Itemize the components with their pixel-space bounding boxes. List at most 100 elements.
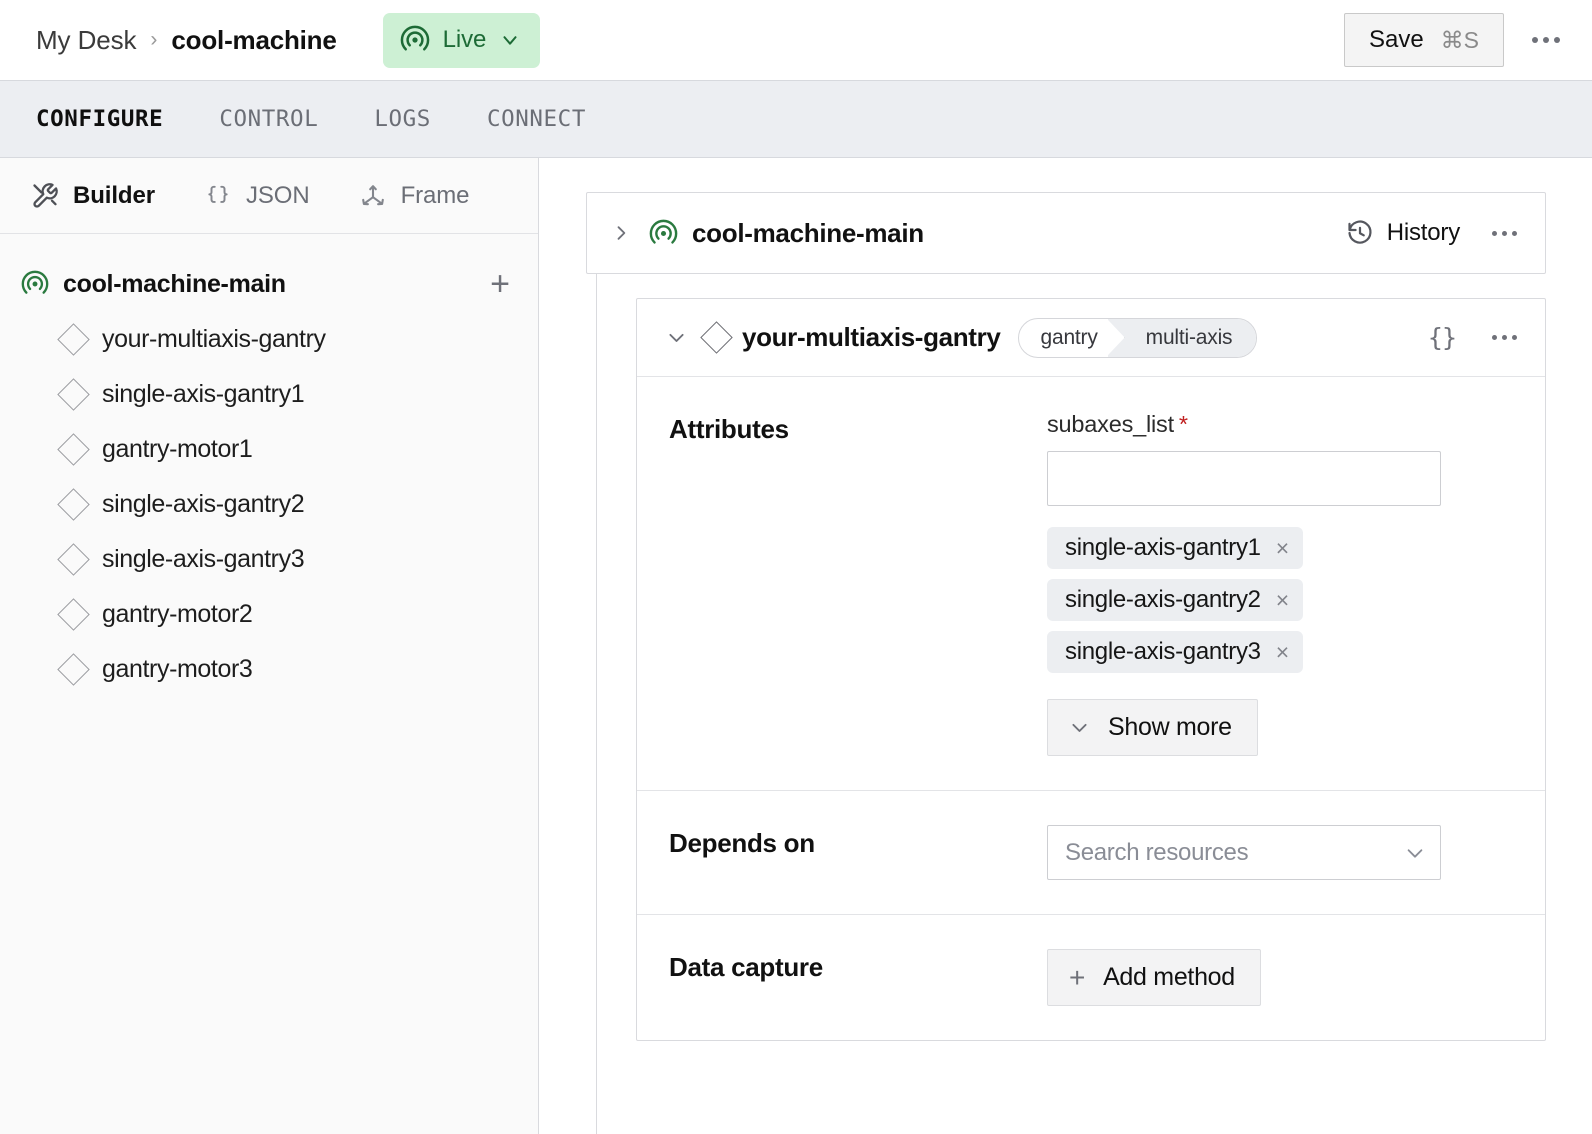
attributes-field: subaxes_list* single-axis-gantry1 × sing…	[1047, 411, 1515, 756]
history-clock-icon	[1346, 219, 1374, 247]
chip-remove-icon[interactable]: ×	[1275, 638, 1289, 665]
tab-logs[interactable]: LOGS	[374, 106, 431, 132]
view-mode-builder-label: Builder	[73, 181, 155, 209]
chip-single-axis-gantry1[interactable]: single-axis-gantry1 ×	[1047, 527, 1303, 569]
machine-overflow-menu-icon[interactable]	[1486, 223, 1523, 244]
chevron-down-icon[interactable]	[665, 327, 687, 348]
tree-item-label: gantry-motor3	[102, 655, 253, 683]
live-status-badge[interactable]: Live	[382, 12, 541, 68]
tree-item-label: gantry-motor1	[102, 435, 253, 463]
machine-name: cool-machine-main	[692, 217, 924, 248]
chip-label: single-axis-gantry3	[1065, 638, 1261, 665]
main-tab-bar: CONFIGURE CONTROL LOGS CONNECT	[0, 80, 1592, 158]
page-body: Builder JSON	[0, 158, 1592, 1134]
data-capture-row: Data capture + Add method	[637, 915, 1545, 1040]
save-button[interactable]: Save ⌘S	[1344, 13, 1504, 67]
diamond-icon	[57, 543, 90, 576]
view-mode-json-label: JSON	[245, 181, 310, 209]
resource-api-label: gantry	[1040, 325, 1098, 349]
tree-root-cool-machine-main[interactable]: cool-machine-main +	[0, 256, 538, 312]
save-button-label: Save	[1368, 26, 1424, 53]
view-mode-frame-label: Frame	[400, 181, 470, 209]
plus-icon: +	[1069, 961, 1086, 993]
resource-card-actions: {}	[1428, 323, 1523, 352]
resource-overflow-menu-icon[interactable]	[1486, 327, 1523, 348]
tree-connector-line	[596, 274, 597, 1134]
attributes-row: Attributes subaxes_list* single-axis-gan…	[637, 377, 1545, 791]
depends-on-placeholder: Search resources	[1065, 838, 1249, 866]
tree-item-single-axis-gantry3[interactable]: single-axis-gantry3	[0, 532, 538, 587]
pill-chevron-divider-icon	[1107, 318, 1124, 357]
depends-on-row: Depends on Search resources	[637, 791, 1545, 915]
sidebar-view-toggle: Builder JSON	[0, 158, 538, 234]
chip-remove-icon[interactable]: ×	[1275, 586, 1289, 613]
subaxes-list-input[interactable]	[1047, 451, 1441, 506]
tree-item-label: single-axis-gantry2	[102, 490, 305, 518]
add-method-button[interactable]: + Add method	[1047, 949, 1261, 1006]
resource-model-label: multi-axis	[1123, 318, 1257, 357]
broadcast-icon	[21, 270, 49, 298]
add-method-label: Add method	[1103, 963, 1235, 991]
tab-control[interactable]: CONTROL	[219, 106, 319, 132]
top-bar-actions: Save ⌘S	[1344, 13, 1566, 67]
tree-item-label: gantry-motor2	[102, 600, 253, 628]
subaxes-list-label-text: subaxes_list	[1047, 411, 1174, 437]
diamond-icon	[57, 653, 90, 686]
breadcrumb-current-machine: cool-machine	[171, 24, 337, 55]
data-capture-label: Data capture	[669, 952, 823, 982]
breadcrumb-root-link[interactable]: My Desk	[36, 24, 137, 55]
view-mode-json[interactable]: JSON	[203, 182, 332, 210]
view-mode-builder[interactable]: Builder	[30, 182, 177, 210]
braces-icon[interactable]: {}	[1427, 323, 1457, 352]
show-more-button[interactable]: Show more	[1047, 699, 1258, 756]
machine-card-actions: History	[1346, 219, 1523, 247]
tree-root-label: cool-machine-main	[63, 269, 286, 298]
tree-item-gantry-motor3[interactable]: gantry-motor3	[0, 642, 538, 697]
chip-label: single-axis-gantry2	[1065, 586, 1261, 613]
live-status-label: Live	[442, 26, 487, 53]
tree-item-single-axis-gantry2[interactable]: single-axis-gantry2	[0, 477, 538, 532]
tree-item-gantry-motor1[interactable]: gantry-motor1	[0, 422, 538, 477]
broadcast-icon	[649, 219, 678, 248]
diamond-icon	[57, 433, 90, 466]
chip-single-axis-gantry2[interactable]: single-axis-gantry2 ×	[1047, 579, 1303, 621]
tree-item-gantry-motor2[interactable]: gantry-motor2	[0, 587, 538, 642]
tab-connect[interactable]: CONNECT	[486, 106, 586, 132]
chip-label: single-axis-gantry1	[1065, 534, 1261, 561]
view-mode-frame[interactable]: Frame	[358, 182, 492, 210]
sidebar: Builder JSON	[0, 158, 539, 1134]
main-content: cool-machine-main History	[539, 158, 1592, 1134]
resource-card-header: your-multiaxis-gantry gantry multi-axis …	[637, 299, 1545, 377]
breadcrumb: My Desk › cool-machine	[36, 25, 337, 56]
machine-header-card: cool-machine-main History	[586, 192, 1546, 274]
tools-icon	[30, 182, 60, 210]
tree-item-single-axis-gantry1[interactable]: single-axis-gantry1	[0, 367, 538, 422]
required-marker: *	[1178, 411, 1188, 437]
subaxes-list-label: subaxes_list*	[1047, 411, 1515, 438]
breadcrumb-separator-icon: ›	[150, 28, 158, 51]
top-bar-overflow-menu-icon[interactable]	[1526, 29, 1566, 51]
show-more-label: Show more	[1108, 713, 1232, 741]
diamond-icon	[57, 598, 90, 631]
history-button-label: History	[1386, 219, 1460, 246]
diamond-icon	[700, 321, 733, 354]
chip-single-axis-gantry3[interactable]: single-axis-gantry3 ×	[1047, 631, 1303, 673]
chevron-down-icon	[499, 29, 521, 51]
tab-configure[interactable]: CONFIGURE	[36, 106, 164, 132]
tree-item-label: single-axis-gantry3	[102, 545, 305, 573]
resource-card-wrapper: your-multiaxis-gantry gantry multi-axis …	[586, 298, 1546, 1041]
save-button-shortcut: ⌘S	[1440, 26, 1480, 53]
tree-item-your-multiaxis-gantry[interactable]: your-multiaxis-gantry	[0, 312, 538, 367]
add-resource-button[interactable]: +	[490, 265, 510, 303]
chip-remove-icon[interactable]: ×	[1275, 534, 1289, 561]
subaxes-chip-list: single-axis-gantry1 × single-axis-gantry…	[1047, 527, 1515, 673]
resource-card-your-multiaxis-gantry: your-multiaxis-gantry gantry multi-axis …	[636, 298, 1546, 1041]
diamond-icon	[57, 488, 90, 521]
chevron-right-icon[interactable]	[611, 223, 633, 243]
history-button[interactable]: History	[1346, 219, 1460, 247]
depends-on-select[interactable]: Search resources	[1047, 825, 1441, 880]
tree-item-label: single-axis-gantry1	[102, 380, 305, 408]
chevron-down-icon	[1404, 842, 1426, 864]
resource-name: your-multiaxis-gantry	[742, 322, 1001, 352]
top-bar: My Desk › cool-machine Live Save ⌘S	[0, 0, 1592, 80]
